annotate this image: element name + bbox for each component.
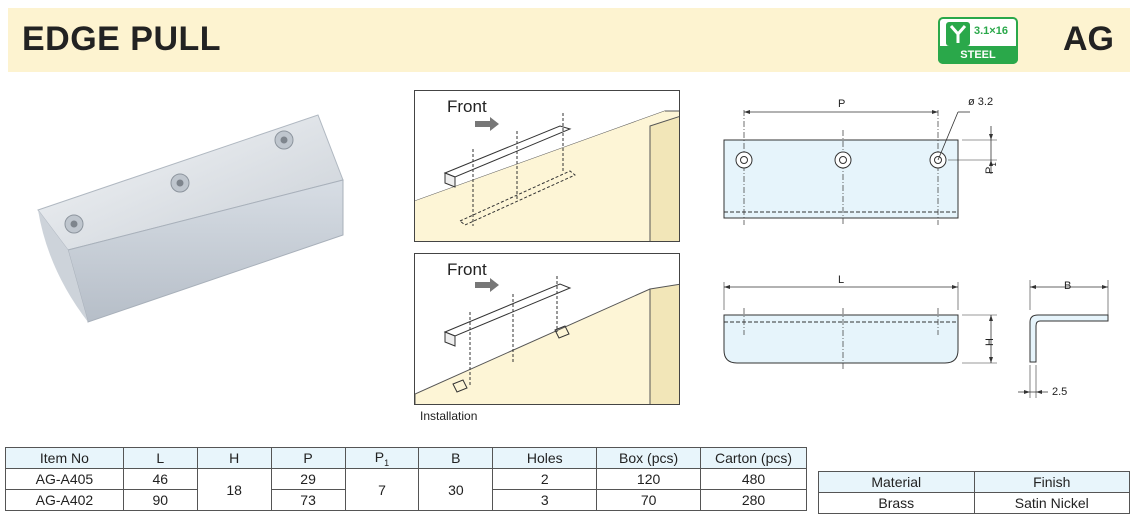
product-photo [37,114,344,323]
cell-box: 70 [596,489,702,511]
cell-box: 120 [596,468,702,490]
header-banner: EDGE PULL 3.1×16 STEEL AG [8,8,1130,72]
dim-thickness: 2.5 [1052,386,1068,398]
dim-p1: P1 [984,162,999,174]
cell-holes: 2 [492,468,598,490]
front-label-2: Front [447,260,487,279]
screw-icon [946,22,970,46]
page-title: EDGE PULL [22,20,222,58]
col-item-no: Item No [5,447,124,469]
cell-item: AG-A402 [5,489,124,511]
drawing-side-view: B 2.5 [1010,270,1125,410]
dim-h: H [984,338,996,346]
badge-material: STEEL [938,46,1018,64]
cell-l: 46 [122,468,198,490]
col-b: B [418,447,494,469]
cell-p1: 7 [344,468,420,511]
table-row: AG-A405 46 18 29 7 30 2 120 480 [5,468,807,511]
cell-p: 73 [270,489,346,511]
spec-table: Item No L H P P1 B Holes Box (pcs) Carto… [5,447,807,511]
product-code: AG [1063,20,1114,58]
dim-p: P [838,98,846,110]
cell-carton: 480 [700,468,807,490]
col-carton: Carton (pcs) [700,447,807,469]
col-finish: Finish [973,471,1130,493]
spec-table-header: Item No L H P P1 B Holes Box (pcs) Carto… [5,447,807,469]
col-p1: P1 [344,447,420,469]
front-label: Front [447,97,487,116]
cell-holes: 3 [492,489,598,511]
drawing-top-view: P ø 3.2 P1 [712,90,1002,240]
material-table: Material Finish Brass Satin Nickel [818,471,1130,514]
cell-l: 90 [122,489,198,511]
col-material: Material [818,471,975,493]
drawing-front-view: L H [712,270,1002,410]
cell-p: 29 [270,468,346,490]
cell-finish: Satin Nickel [973,492,1130,514]
material-table-header: Material Finish [818,471,1130,493]
cell-carton: 280 [700,489,807,511]
col-h: H [196,447,272,469]
installation-diagram-top: Front [414,90,680,242]
installation-diagram-bottom: Front [414,253,680,405]
col-holes: Holes [492,447,598,469]
col-l: L [122,447,198,469]
dim-l: L [838,274,845,286]
installation-caption: Installation [420,409,478,423]
col-p: P [270,447,346,469]
cell-b: 30 [418,468,494,511]
cell-h: 18 [196,468,272,511]
dim-b: B [1064,280,1072,292]
col-box: Box (pcs) [596,447,702,469]
table-row: AG-A402 90 73 3 70 280 [5,489,807,511]
cell-item: AG-A405 [5,468,124,490]
table-row: Brass Satin Nickel [818,492,1130,514]
badge-spec: 3.1×16 [974,25,1008,37]
cell-material: Brass [818,492,975,514]
material-badge: 3.1×16 STEEL [938,17,1018,64]
dim-diameter: ø 3.2 [968,96,994,108]
